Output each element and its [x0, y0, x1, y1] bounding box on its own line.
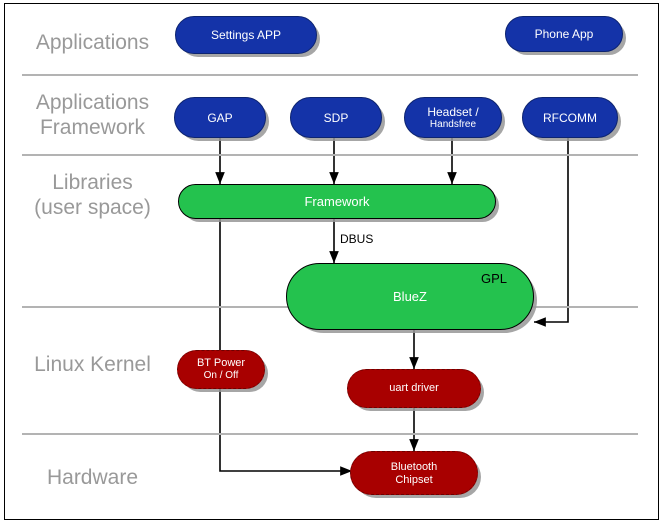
node-headset-handsfree[interactable]: Headset / Handsfree — [404, 97, 502, 138]
divider-linux-kernel — [22, 433, 638, 435]
node-sdp-label: SDP — [323, 110, 349, 125]
node-uart-driver-label: uart driver — [389, 382, 439, 394]
node-gap[interactable]: GAP — [174, 97, 266, 138]
node-framework[interactable]: Framework — [178, 184, 496, 219]
divider-applications-framework — [22, 154, 638, 156]
node-rfcomm-label: RFCOMM — [543, 110, 597, 125]
node-bluetooth-chipset[interactable]: Bluetooth Chipset — [350, 451, 478, 495]
node-bt-power-sublabel: On / Off — [203, 370, 239, 381]
wire-gap-to-chipset — [219, 184, 353, 476]
node-bt-power[interactable]: BT Power On / Off — [177, 350, 265, 389]
node-bluetooth-chipset-label: Bluetooth — [390, 460, 438, 473]
annotation-gpl: GPL — [481, 271, 508, 286]
node-framework-label: Framework — [304, 193, 370, 209]
node-phone-app[interactable]: Phone App — [505, 16, 623, 52]
layer-label-applications-framework: Applications Framework — [35, 91, 150, 139]
node-bluez-label: BlueZ — [393, 288, 427, 304]
node-phone-app-label: Phone App — [534, 27, 594, 41]
node-gap-label: GAP — [207, 110, 233, 125]
node-headset-handsfree-label: Headset / — [427, 104, 479, 119]
node-bt-power-label: BT Power — [196, 357, 246, 369]
wire-rfcomm-to-bluez — [533, 138, 569, 327]
node-sdp[interactable]: SDP — [290, 97, 382, 138]
node-bluetooth-chipset-sublabel: Chipset — [395, 473, 433, 486]
annotation-dbus: DBUS — [340, 232, 374, 246]
layer-label-applications: Applications — [35, 31, 150, 54]
node-bluez[interactable]: BlueZ — [286, 263, 534, 330]
node-headset-handsfree-sublabel: Handsfree — [429, 118, 477, 130]
node-settings-app[interactable]: Settings APP — [175, 16, 317, 54]
layer-label-linux-kernel: Linux Kernel — [34, 353, 151, 376]
divider-applications — [22, 74, 638, 76]
layer-label-hardware: Hardware — [46, 466, 139, 489]
layer-label-libraries: Libraries (user space) — [34, 171, 151, 219]
node-rfcomm[interactable]: RFCOMM — [522, 97, 618, 138]
node-settings-app-label: Settings APP — [210, 28, 282, 42]
node-uart-driver[interactable]: uart driver — [347, 369, 481, 408]
